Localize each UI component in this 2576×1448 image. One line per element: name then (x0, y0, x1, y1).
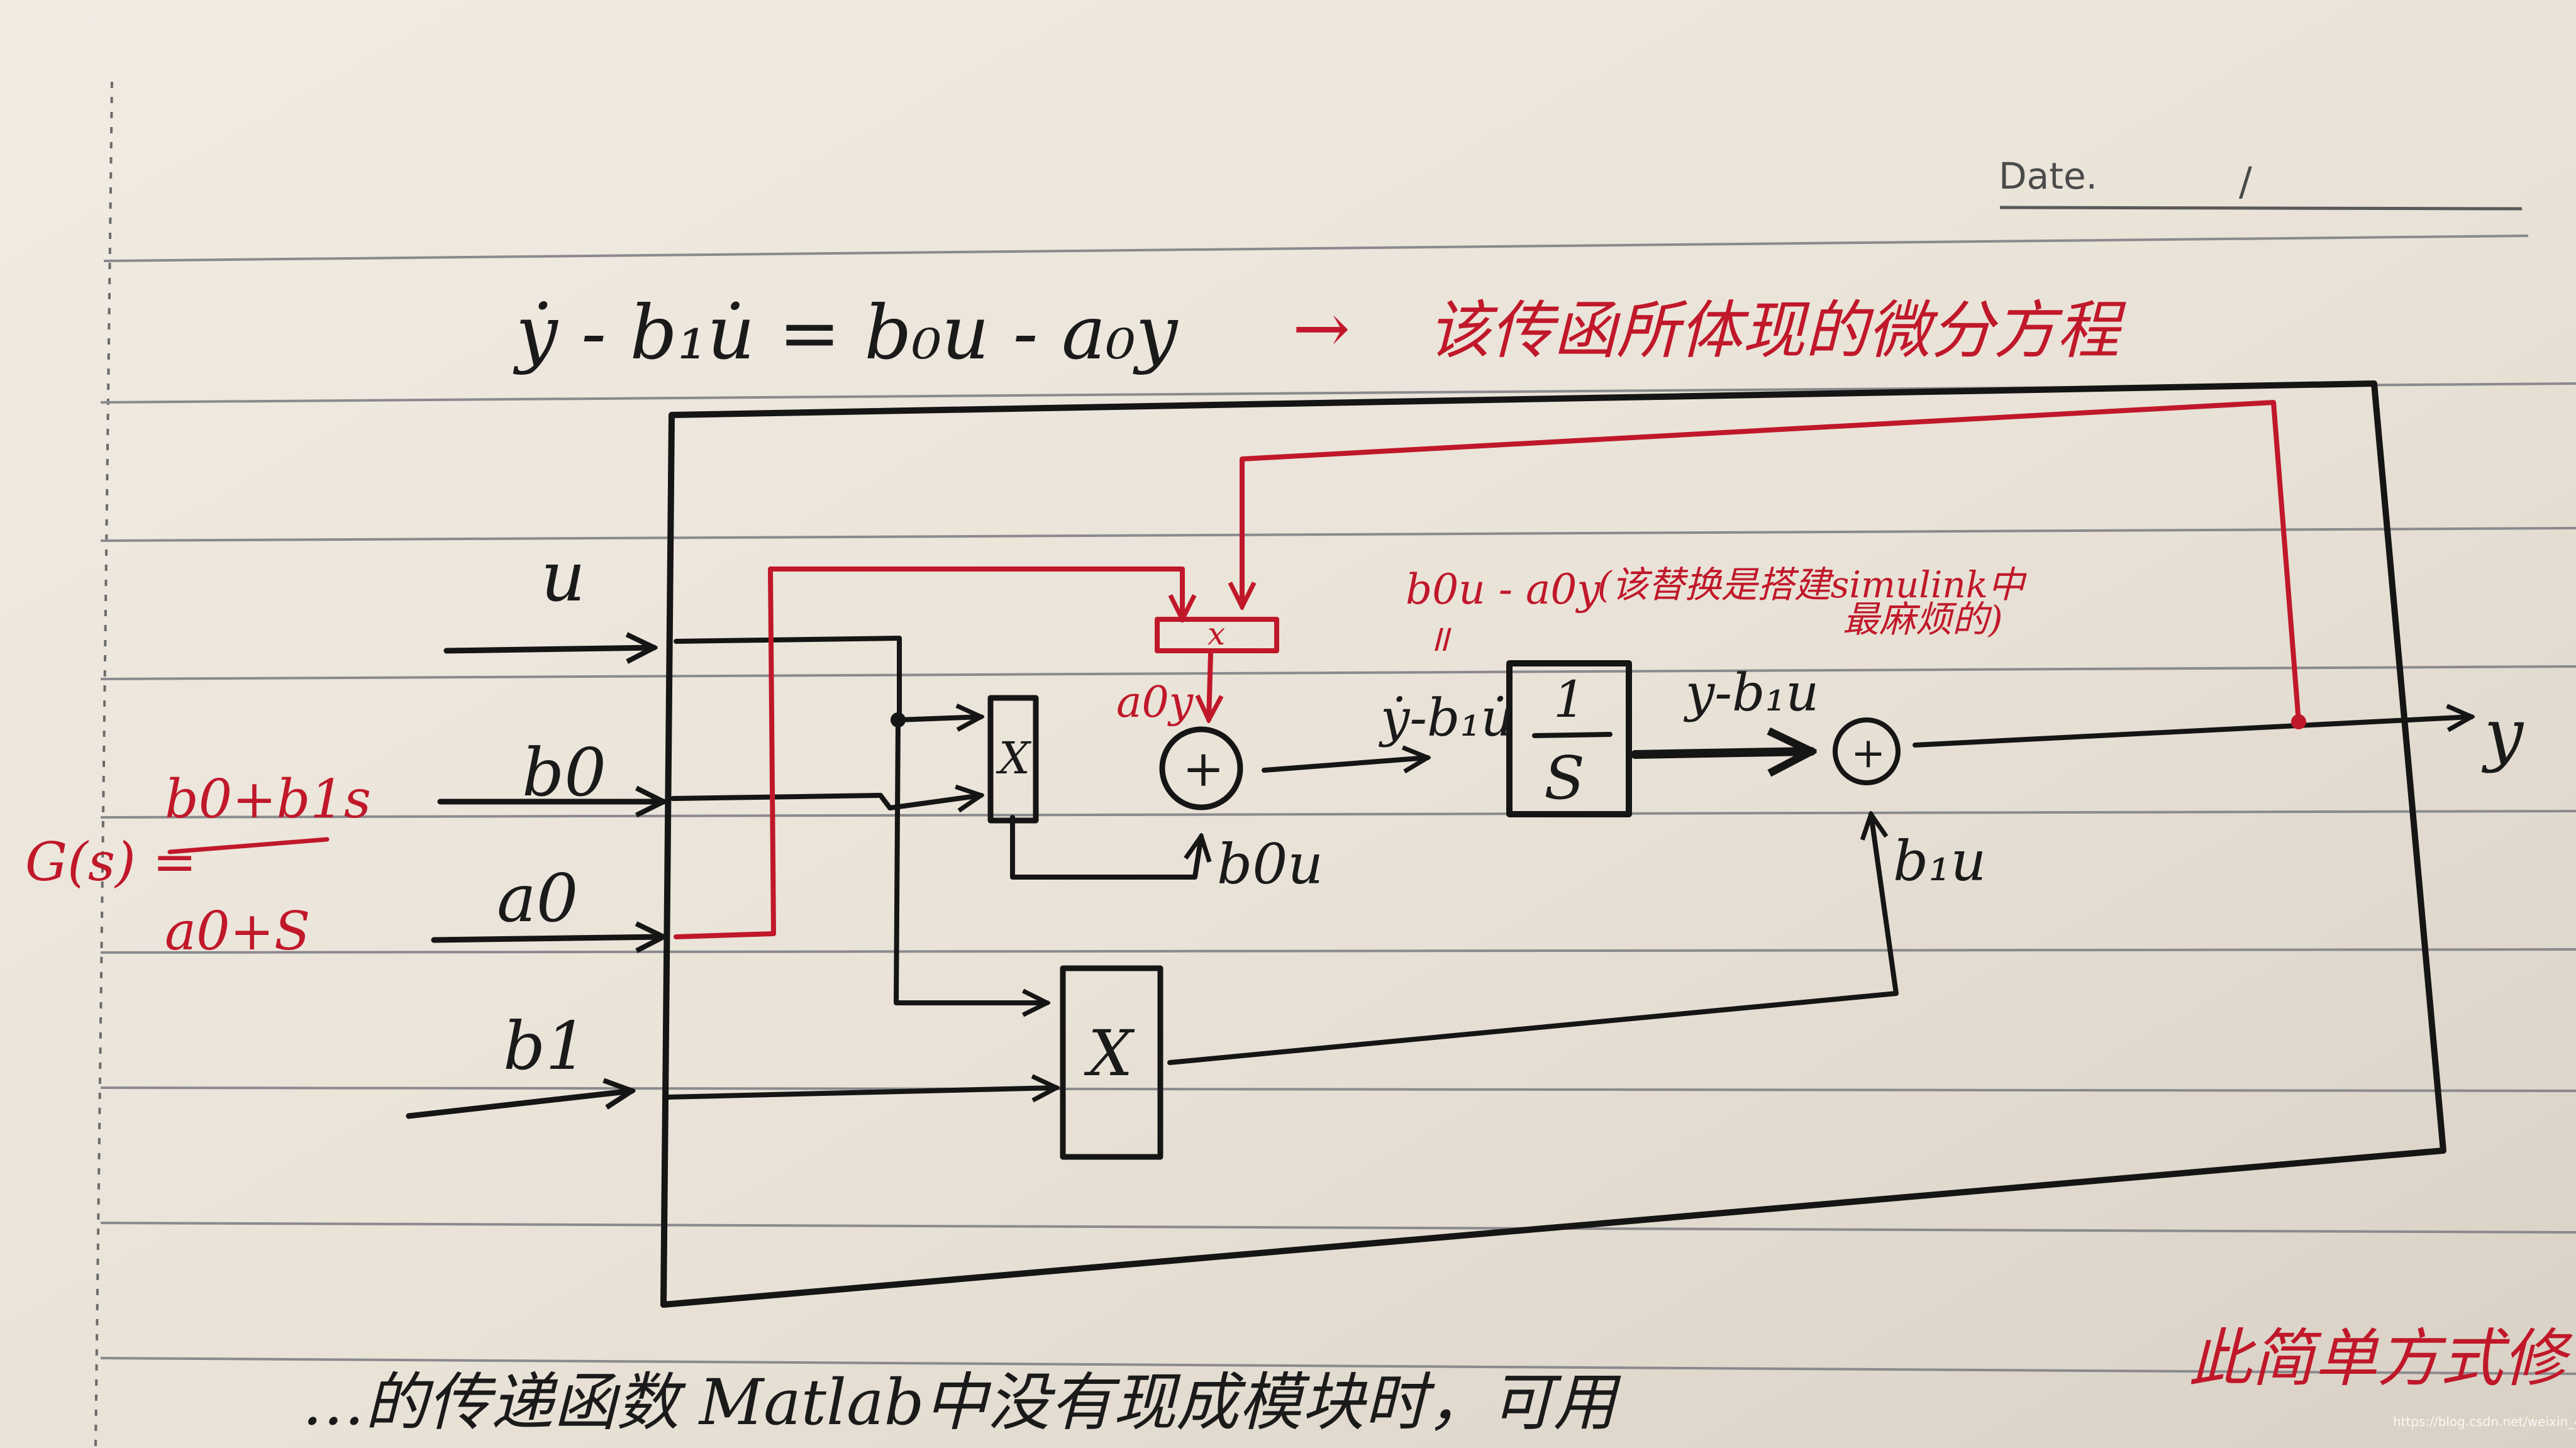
equation-note: 该传函所体现的微分方程 (1428, 294, 2126, 367)
date-value: / (2239, 158, 2252, 204)
multiplier-red-symbol: x (1208, 616, 1225, 652)
input-b1: b1 (406, 1008, 632, 1119)
transfer-function: G(s) = b0+b1s a0+S (25, 768, 371, 962)
footer-text-red: 此简单方式修 (2189, 1322, 2573, 1395)
multiplier-bottom: X (1060, 965, 1163, 1160)
input-u-label: u (541, 536, 586, 617)
input-b0: b0 (437, 734, 663, 811)
input-b0-label: b0 (522, 734, 606, 811)
label-ydot-minus-b1udot: ẏ-b₁u̇ (1379, 688, 1514, 748)
internal-wiring (664, 636, 2472, 1097)
tf-fraction-bar (167, 837, 330, 854)
input-b1-label: b1 (503, 1008, 587, 1085)
system-boundary (660, 380, 2446, 1308)
multiplier-top: X (987, 695, 1039, 824)
tf-denominator: a0+S (165, 900, 310, 962)
sum-top-symbol: + (1182, 739, 1224, 798)
sum-junction-top: + (1159, 726, 1243, 810)
watermark: https://blog.csdn.net/weixin_44048068 (2393, 1414, 2576, 1429)
ruled-lines (100, 382, 2576, 1375)
integrator-block: 1 S (1506, 660, 1632, 817)
label-y-minus-b1u: y-b₁u (1683, 663, 1819, 723)
label-a0y: a0y (1116, 678, 1194, 727)
input-u-arrow (443, 648, 654, 651)
sum-junction-right: + (1833, 717, 1901, 785)
input-a0: a0 (431, 860, 663, 940)
output-y-label: y (2481, 694, 2524, 774)
footer-text-black: …的传递函数 Matlab中没有现成模块时，可用 (302, 1366, 1621, 1439)
red-feedback: x (674, 400, 2306, 939)
red-note-line1: (该替换是搭建simulink中 (1597, 563, 2027, 606)
input-a0-label: a0 (497, 860, 578, 937)
input-a0-arrow (431, 937, 663, 940)
label-b0u: b0u (1217, 832, 1323, 897)
margin-line (94, 81, 113, 1448)
date-label: Date. (1999, 155, 2097, 197)
multiplier-bottom-symbol: X (1084, 1017, 1135, 1090)
multiplier-top-symbol: X (996, 732, 1032, 784)
multiplier-red (1155, 617, 1279, 653)
sum-right-symbol: + (1851, 729, 1885, 777)
label-b1u: b₁u (1893, 829, 1986, 893)
input-u: u (443, 536, 654, 651)
tf-lhs: G(s) = (25, 831, 197, 893)
integrator-denominator: S (1544, 744, 1585, 813)
differential-equation: ẏ - b₁u̇ = b₀u - a₀y (513, 289, 1179, 376)
red-note-line2: 最麻烦的) (1843, 598, 2003, 641)
equals-mark: ॥ (1428, 617, 1452, 660)
header-rule (103, 206, 2529, 262)
input-b1-arrow (406, 1091, 632, 1119)
equation-arrow: → (1292, 288, 1350, 368)
label-b0u-minus-a0y: b0u - a0y (1406, 565, 1601, 614)
tf-numerator: b0+b1s (165, 768, 371, 830)
integrator-numerator: 1 (1553, 670, 1585, 729)
